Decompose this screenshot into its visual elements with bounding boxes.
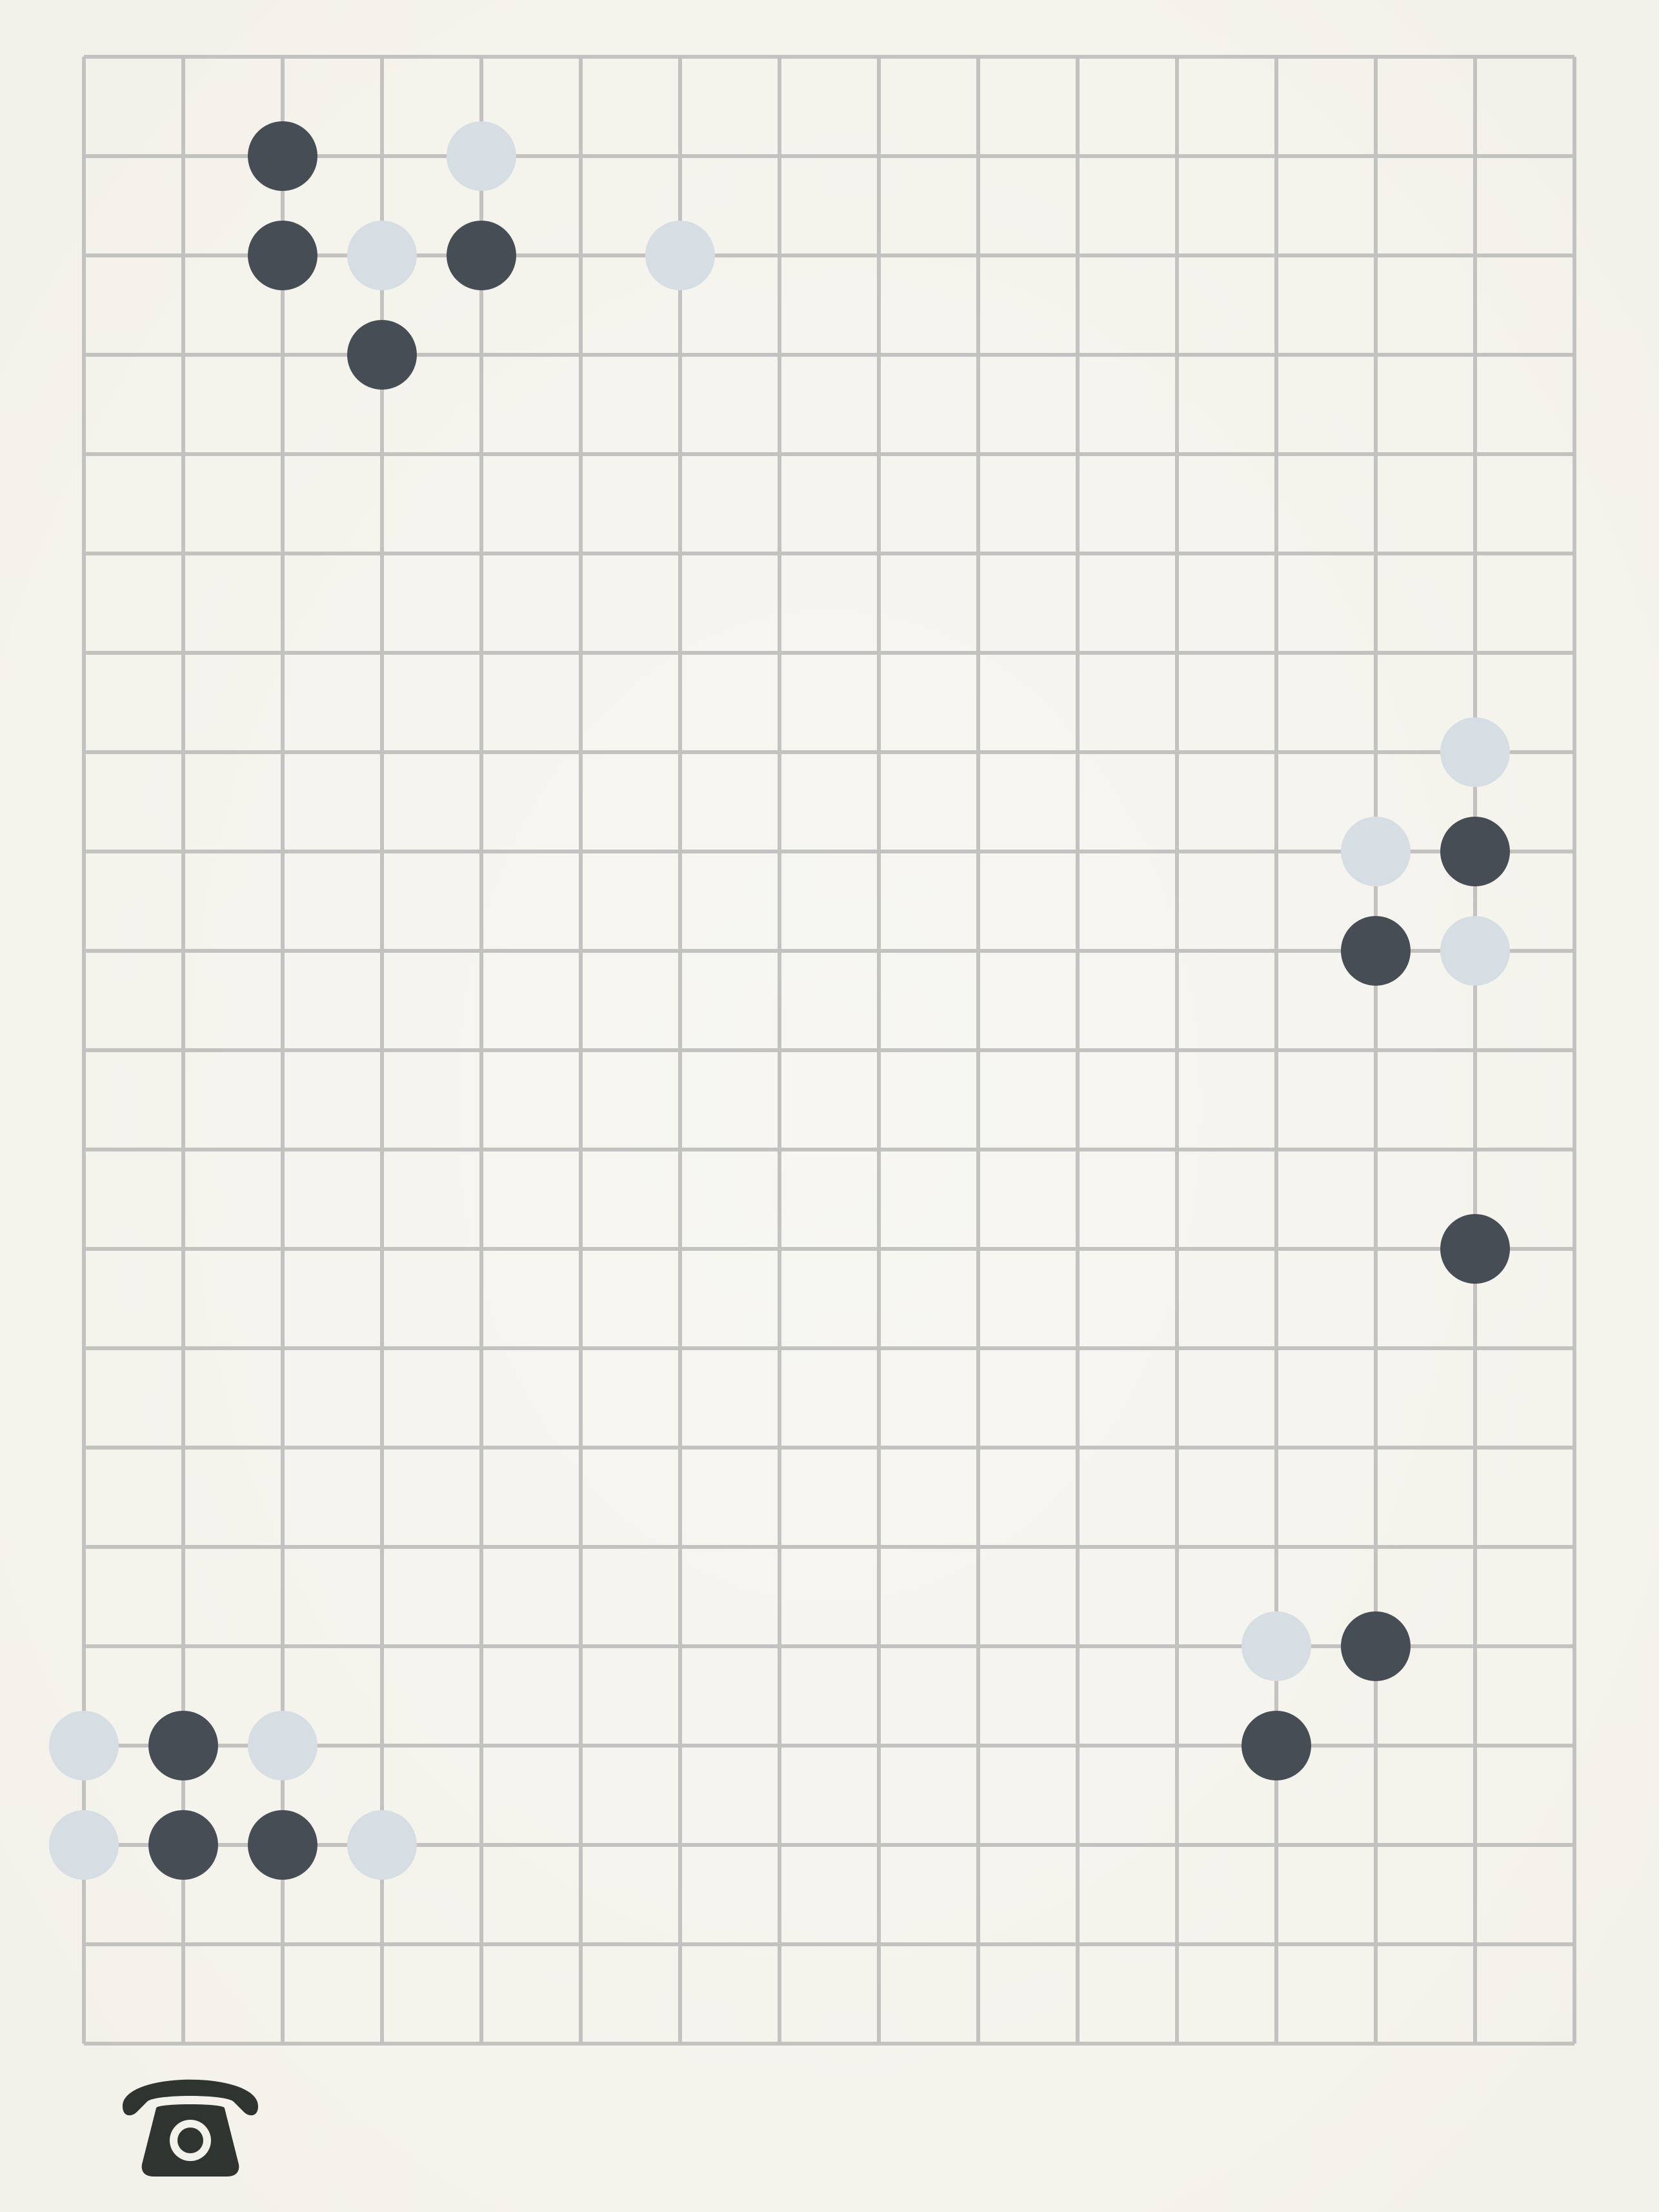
black-stone bbox=[248, 1810, 317, 1880]
black-stone bbox=[347, 320, 417, 390]
black-stone bbox=[1341, 916, 1411, 986]
black-stone bbox=[1440, 817, 1510, 886]
white-stone bbox=[1341, 817, 1411, 886]
black-stone bbox=[447, 221, 516, 290]
telephone-icon bbox=[123, 2079, 258, 2177]
white-stone bbox=[447, 121, 516, 191]
black-stone bbox=[1341, 1611, 1411, 1681]
black-stone bbox=[148, 1711, 218, 1780]
white-stone bbox=[347, 221, 417, 290]
black-stone bbox=[248, 121, 317, 191]
stones-layer bbox=[49, 121, 1510, 1880]
white-stone bbox=[1242, 1611, 1311, 1681]
white-stone bbox=[1440, 916, 1510, 986]
board-grid bbox=[82, 55, 1576, 2046]
black-stone bbox=[148, 1810, 218, 1880]
white-stone bbox=[49, 1711, 119, 1780]
white-stone bbox=[645, 221, 715, 290]
telephone-icon-button[interactable] bbox=[116, 2058, 265, 2180]
black-stone bbox=[248, 221, 317, 290]
white-stone bbox=[49, 1810, 119, 1880]
white-stone bbox=[1440, 717, 1510, 787]
black-stone bbox=[1440, 1214, 1510, 1284]
white-stone bbox=[248, 1711, 317, 1780]
white-stone bbox=[347, 1810, 417, 1880]
black-stone bbox=[1242, 1711, 1311, 1780]
